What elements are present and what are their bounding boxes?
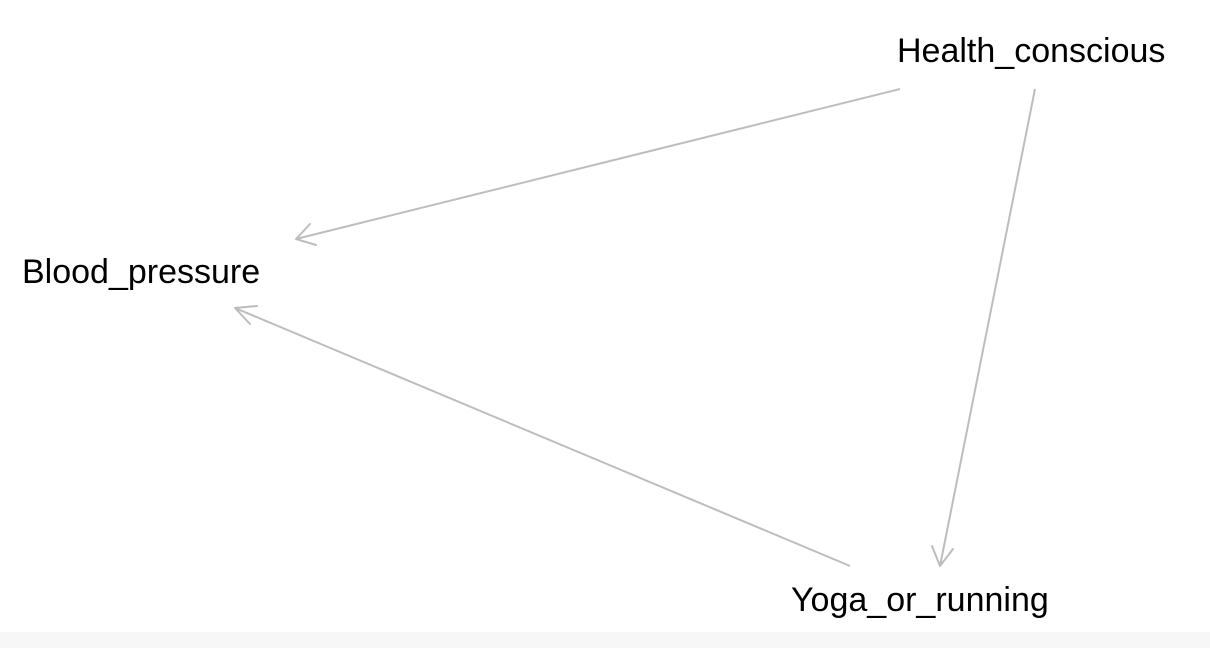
arrowhead-icon [931,545,954,567]
edge-health-to-yoga [931,88,1036,567]
node-health-conscious: Health_conscious [897,32,1165,70]
edge-yoga-to-blood [234,305,851,567]
arrowhead-icon [234,305,258,325]
node-yoga-or-running: Yoga_or_running [791,581,1049,619]
node-blood-pressure: Blood_pressure [22,253,260,291]
edge-line [939,88,1036,567]
bottom-strip [0,632,1210,648]
edge-health-to-blood [295,88,901,246]
edge-line [295,88,901,240]
edge-line [234,307,851,567]
arrowhead-icon [295,223,317,246]
